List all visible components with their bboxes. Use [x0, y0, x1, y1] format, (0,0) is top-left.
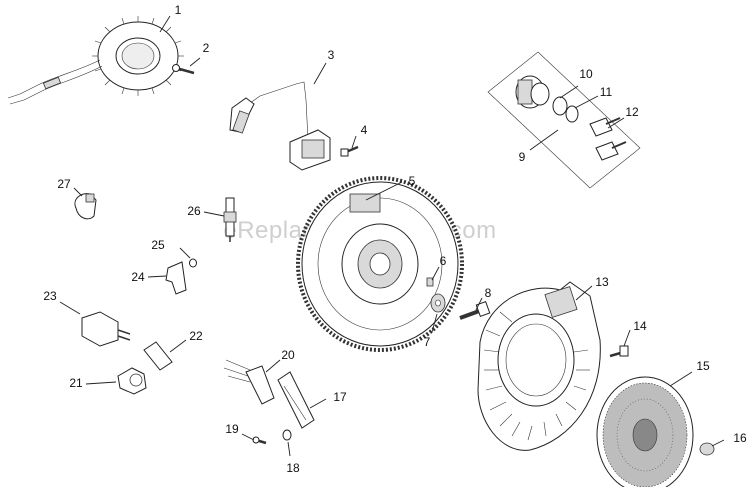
- callout-13: 13: [595, 275, 609, 289]
- callout-21: 21: [69, 376, 83, 390]
- callout-23: 23: [43, 289, 57, 303]
- part-washer-11: [565, 105, 579, 123]
- part-nut-16: [699, 442, 715, 456]
- part-key-6: [426, 277, 434, 287]
- leader-lines: [59, 15, 725, 457]
- part-screw-4: [340, 145, 359, 157]
- part-spark-plug: [223, 197, 237, 242]
- callout-27: 27: [57, 177, 71, 191]
- callout-15: 15: [696, 359, 710, 373]
- part-bracket-17: [277, 371, 315, 429]
- part-washer-7: [430, 293, 446, 313]
- callout-14: 14: [633, 319, 647, 333]
- callout-10: 10: [579, 67, 593, 81]
- part-screen: [596, 376, 694, 487]
- callout-18: 18: [286, 461, 300, 475]
- part-clamp-27: [74, 193, 97, 220]
- part-bracket-24: [165, 261, 187, 295]
- callout-22: 22: [189, 329, 203, 343]
- part-nut-10: [552, 96, 568, 116]
- part-blower-fan: [477, 281, 601, 451]
- part-washer-18: [282, 429, 292, 441]
- part-screw-19: [252, 436, 267, 445]
- part-switch-body: [515, 75, 550, 109]
- callout-16: 16: [733, 431, 747, 445]
- part-rectifier: [81, 311, 131, 347]
- callout-labels: 1 2 3 4 5 6 7 8 9 10 11 12 13 14 15 16 1…: [43, 3, 747, 475]
- callout-11: 11: [600, 85, 613, 99]
- part-clip-21: [117, 367, 147, 395]
- part-switch-assembly: [487, 51, 641, 189]
- part-screw-14: [609, 345, 629, 358]
- callout-6: 6: [440, 254, 447, 268]
- callout-5: 5: [409, 174, 416, 188]
- callout-24: 24: [131, 270, 145, 284]
- callout-19: 19: [225, 422, 239, 436]
- part-keys-12: [589, 117, 627, 161]
- callout-9: 9: [519, 150, 526, 164]
- part-bracket-20: [223, 359, 275, 405]
- callout-1: 1: [175, 3, 182, 17]
- callout-25: 25: [151, 238, 165, 252]
- part-connector-22: [143, 341, 173, 371]
- callout-3: 3: [328, 48, 335, 62]
- callout-26: 26: [187, 204, 201, 218]
- part-flywheel: [296, 176, 464, 352]
- part-ignition-module: [229, 81, 331, 171]
- callout-2: 2: [203, 41, 210, 55]
- callout-7: 7: [424, 335, 431, 349]
- part-washer-25: [189, 258, 197, 268]
- callout-12: 12: [625, 105, 639, 119]
- callout-8: 8: [485, 286, 492, 300]
- part-screw-2: [172, 64, 195, 75]
- callout-4: 4: [361, 123, 368, 137]
- part-bolt-8: [459, 301, 491, 320]
- callout-17: 17: [333, 390, 347, 404]
- part-stator: [7, 16, 184, 105]
- callout-20: 20: [281, 348, 295, 362]
